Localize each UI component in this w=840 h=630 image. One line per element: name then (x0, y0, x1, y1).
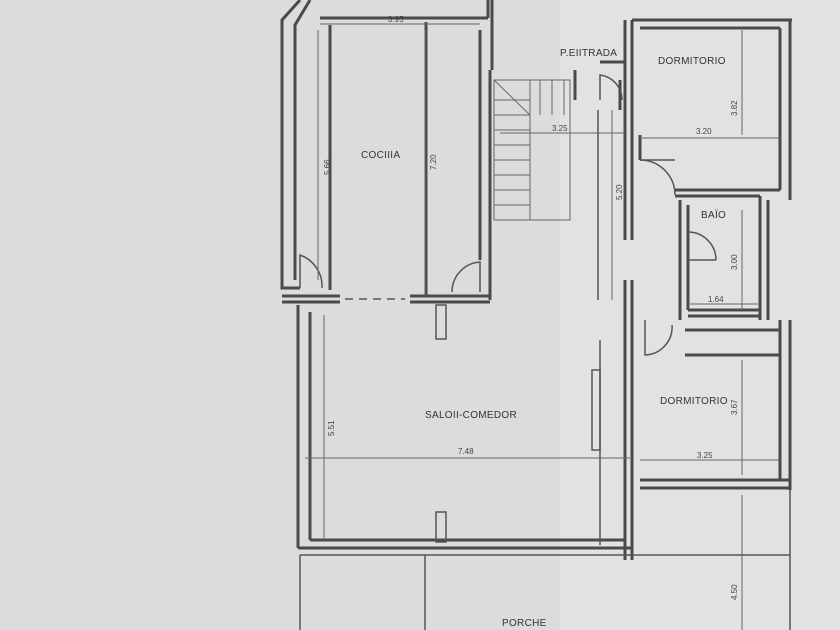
dim-hall-height: 5.20 (615, 184, 624, 200)
dim-cocina-width: 3.95 (388, 15, 404, 24)
dimension-lines (305, 23, 780, 630)
kitchen-door-right (451, 261, 481, 293)
hall-walls (597, 20, 634, 560)
room-label-cocina: COCIIIA (361, 150, 400, 161)
salon-walls (296, 305, 632, 550)
dim-porche-height: 4.50 (730, 584, 739, 600)
dim-dorm2-height: 3.67 (730, 399, 739, 415)
dim-cocina-height: 5.66 (323, 159, 332, 175)
staircase (493, 79, 571, 221)
dim-bano-width: 1.64 (708, 295, 724, 304)
room-label-bano: BAÏO (701, 209, 726, 221)
room-label-entrada: P.EIITRADA (560, 48, 617, 59)
dim-hall-width: 3.25 (552, 124, 568, 133)
kitchen-door-left (299, 253, 323, 289)
dim-dorm2-width: 3.25 (697, 451, 713, 460)
entrance-walls (573, 60, 626, 110)
bedroom-1-walls (632, 18, 792, 320)
room-label-salon: SALOII-COMEDOR (425, 410, 517, 421)
dim-salon-width: 7.48 (458, 447, 474, 456)
room-label-dormitorio-2: DORMITORIO (660, 396, 728, 407)
kitchen-walls (280, 0, 494, 300)
bedroom-2-door (644, 320, 673, 356)
kitchen-salon-divider (282, 294, 490, 340)
dim-cocina-inner: 7.20 (429, 154, 438, 170)
bedroom-2-walls (640, 320, 792, 490)
dim-salon-height: 5.51 (327, 420, 336, 436)
bathroom-walls (678, 200, 760, 320)
dim-dorm1-width: 3.20 (696, 127, 712, 136)
porche-outline (299, 490, 791, 630)
dim-dorm1-height: 3.82 (730, 100, 739, 116)
dim-bano-height: 3.00 (730, 254, 739, 270)
room-label-dormitorio-1: DORMITORIO (658, 56, 726, 67)
room-label-porche: PORCHE (502, 618, 547, 629)
